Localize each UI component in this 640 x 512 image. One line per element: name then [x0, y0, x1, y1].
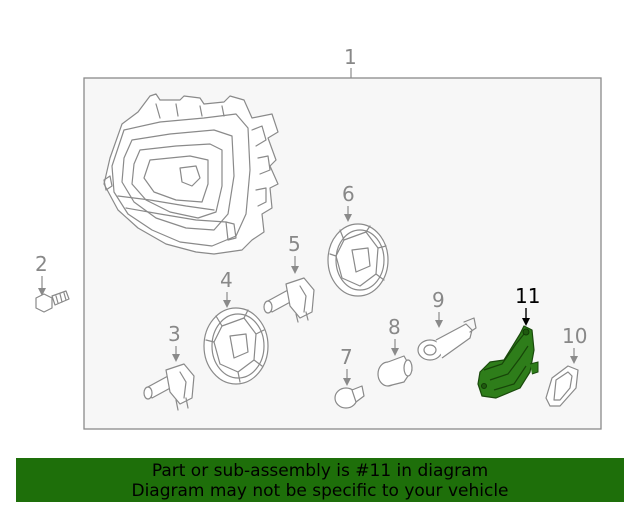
callout-7-label: 7: [340, 345, 353, 369]
callout-4[interactable]: 4: [220, 268, 233, 308]
wedge-bulb: [334, 385, 365, 409]
bulb-socket-high: [263, 277, 315, 323]
bulb-socket-low: [143, 363, 195, 411]
callout-8[interactable]: 8: [388, 315, 401, 356]
callout-8-label: 8: [388, 315, 401, 339]
side-marker-socket: [417, 317, 477, 361]
info-banner: Part or sub-assembly is #11 in diagram D…: [16, 458, 624, 502]
callout-9[interactable]: 9: [432, 288, 445, 328]
callout-10[interactable]: 10: [562, 324, 587, 364]
parts-diagram: 1 2 3 4: [35, 45, 602, 430]
callout-6[interactable]: 6: [342, 182, 355, 222]
control-module[interactable]: [477, 325, 539, 399]
callout-9-label: 9: [432, 288, 445, 312]
banner-line-2: Diagram may not be specific to your vehi…: [131, 481, 509, 501]
callout-7[interactable]: 7: [340, 345, 353, 386]
headlamp-housing: [103, 93, 279, 255]
banner-line-1: Part or sub-assembly is #11 in diagram: [151, 461, 489, 481]
callout-1-label: 1: [344, 45, 357, 69]
side-marker-lens: [545, 365, 579, 407]
callout-3[interactable]: 3: [168, 322, 181, 362]
callout-11[interactable]: 11: [515, 284, 540, 326]
callout-5[interactable]: 5: [288, 232, 301, 274]
bulb-socket-small: [377, 355, 413, 387]
callout-11-label: 11: [515, 284, 540, 308]
bolt: [35, 290, 70, 313]
callout-4-label: 4: [220, 268, 233, 292]
dust-cover-high: [327, 223, 389, 297]
callout-3-label: 3: [168, 322, 181, 346]
callout-10-label: 10: [562, 324, 587, 348]
dust-cover-low: [203, 307, 269, 385]
callout-6-label: 6: [342, 182, 355, 206]
callout-2[interactable]: 2: [35, 252, 48, 296]
callout-2-label: 2: [35, 252, 48, 276]
callout-1[interactable]: 1: [344, 45, 357, 78]
callout-5-label: 5: [288, 232, 301, 256]
